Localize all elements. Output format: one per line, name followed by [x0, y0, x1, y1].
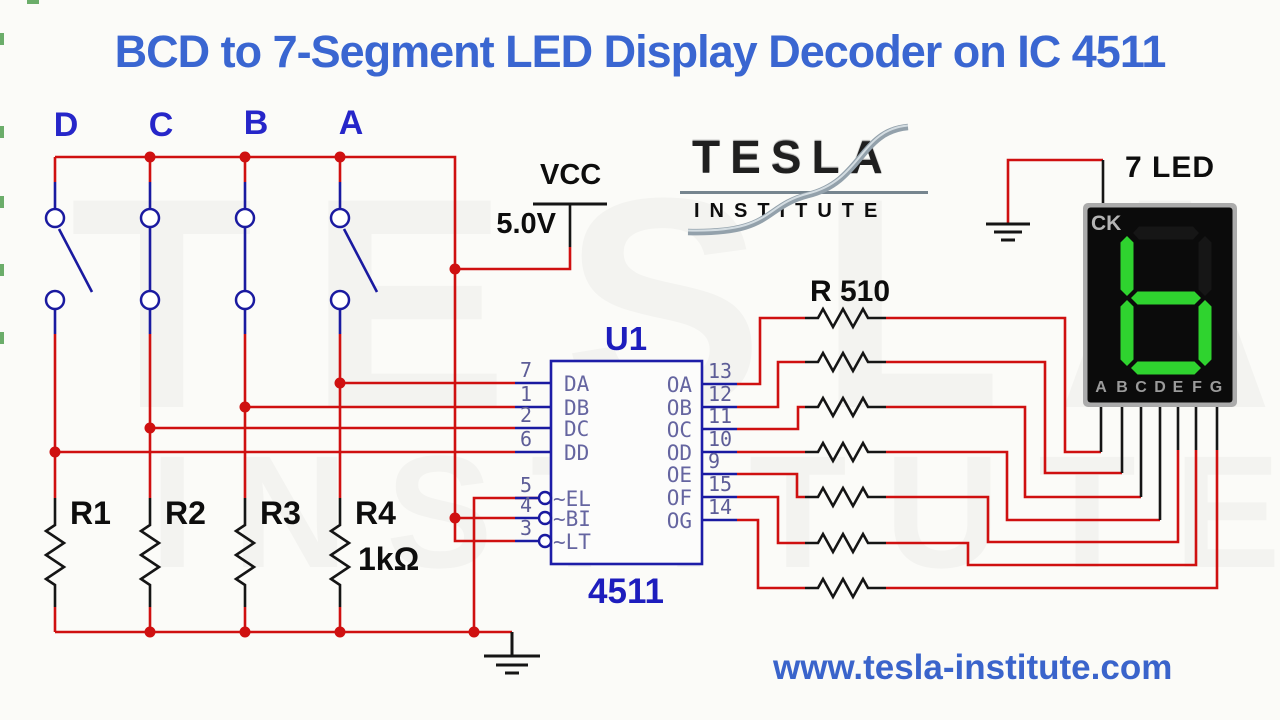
display-segment-g [1131, 291, 1201, 305]
seven-segment-display: CK A B C D E F G [1083, 203, 1237, 407]
edge-artifact [0, 33, 4, 45]
svg-text:OA: OA [667, 373, 693, 397]
svg-text:B: B [1116, 379, 1128, 396]
display-ck-label: CK [1091, 212, 1121, 235]
svg-text:3: 3 [520, 516, 532, 540]
svg-text:E: E [1173, 379, 1184, 396]
switch-b[interactable] [234, 207, 256, 311]
resistor-label-r2: R2 [165, 495, 206, 531]
edge-artifact [0, 126, 4, 138]
switch-label-c: C [149, 106, 174, 144]
svg-text:~BI: ~BI [553, 507, 591, 531]
svg-text:F: F [1192, 379, 1202, 396]
vcc-source [533, 202, 607, 247]
svg-text:10: 10 [708, 427, 732, 451]
ic-pin-stubs [515, 381, 737, 543]
ic-4511-body [549, 359, 704, 566]
svg-text:OE: OE [667, 463, 692, 487]
logo-name: TESLA [692, 131, 893, 183]
ic-part-number: 4511 [588, 572, 664, 611]
ic-invert-bubbles [537, 490, 553, 549]
ic-ref-designator: U1 [605, 320, 647, 357]
display-segment-e [1120, 300, 1134, 366]
svg-text:C: C [1135, 379, 1147, 396]
website-link: www.tesla-institute.com [773, 648, 1173, 687]
switch-c[interactable] [139, 207, 161, 311]
switch-a[interactable] [329, 207, 379, 311]
edge-artifact [0, 264, 4, 276]
svg-text:12: 12 [708, 382, 732, 406]
switch-label-b: B [244, 104, 269, 142]
logo-divider [680, 191, 928, 194]
resistor-value-1k: 1kΩ [358, 541, 419, 577]
svg-text:OD: OD [667, 441, 692, 465]
series-resistors-510 [805, 306, 886, 600]
svg-text:DD: DD [564, 441, 589, 465]
svg-text:DC: DC [564, 417, 589, 441]
svg-text:OF: OF [667, 486, 692, 510]
switch-stubs [53, 182, 342, 334]
display-segment-c [1198, 300, 1212, 366]
display-segment-a [1133, 226, 1199, 240]
switch-d[interactable] [44, 207, 94, 311]
display-segments [1120, 226, 1212, 375]
svg-text:~LT: ~LT [553, 530, 591, 554]
svg-text:A: A [1095, 379, 1107, 396]
display-segment-letters: A B C D E F G [1095, 379, 1222, 396]
svg-text:D: D [1154, 379, 1166, 396]
svg-text:7: 7 [520, 358, 532, 382]
svg-text:14: 14 [708, 495, 732, 519]
svg-text:13: 13 [708, 359, 732, 383]
display-segment-f [1120, 236, 1134, 296]
display-segment-d [1131, 361, 1201, 375]
pulldown-resistors [43, 498, 352, 607]
svg-text:9: 9 [708, 449, 720, 473]
resistor-label-r3: R3 [260, 495, 301, 531]
display-title: 7 LED [1125, 151, 1216, 184]
vcc-value: 5.0V [496, 208, 556, 240]
svg-text:DA: DA [564, 372, 590, 396]
svg-text:OC: OC [667, 418, 692, 442]
svg-text:15: 15 [708, 472, 732, 496]
ground-symbol-top-right [986, 222, 1030, 242]
switch-label-a: A [339, 104, 364, 142]
page-title: BCD to 7-Segment LED Display Decoder on … [114, 26, 1167, 77]
svg-text:6: 6 [520, 427, 532, 451]
logo-subname: INSTITUTE [694, 200, 888, 222]
vcc-label: VCC [540, 159, 601, 191]
edge-artifact [0, 332, 4, 344]
svg-text:DB: DB [564, 396, 589, 420]
svg-text:11: 11 [708, 404, 732, 428]
svg-text:4: 4 [520, 493, 532, 517]
ic-left-pins: 7 DA 1 DB 2 DC 6 DD 5 ~EL 4 ~BI 3 ~LT [520, 358, 591, 554]
tesla-institute-logo: TESLA INSTITUTE [676, 122, 934, 240]
display-segment-b [1198, 236, 1212, 296]
resistor-label-r1: R1 [70, 495, 111, 531]
switch-label-d: D [54, 106, 79, 144]
ground-symbol-bottom [484, 632, 540, 675]
svg-text:5: 5 [520, 473, 532, 497]
ic-right-pins: 13 OA 12 OB 11 OC 10 OD 9 OE 15 OF 14 OG [667, 359, 732, 533]
red-wires [53, 155, 1219, 634]
series-resistor-label: R 510 [810, 275, 890, 308]
svg-text:OB: OB [667, 396, 692, 420]
logo-sine-wave-icon [687, 123, 909, 236]
edge-artifact [0, 196, 4, 208]
svg-text:OG: OG [667, 509, 692, 533]
svg-text:G: G [1210, 379, 1222, 396]
display-pin-leads [1099, 407, 1219, 520]
junction-dots [49, 151, 480, 638]
edge-artifact [27, 0, 39, 4]
svg-text:~EL: ~EL [553, 487, 591, 511]
svg-text:1: 1 [520, 382, 532, 406]
svg-text:2: 2 [520, 403, 532, 427]
resistor-label-r4: R4 [355, 495, 396, 531]
